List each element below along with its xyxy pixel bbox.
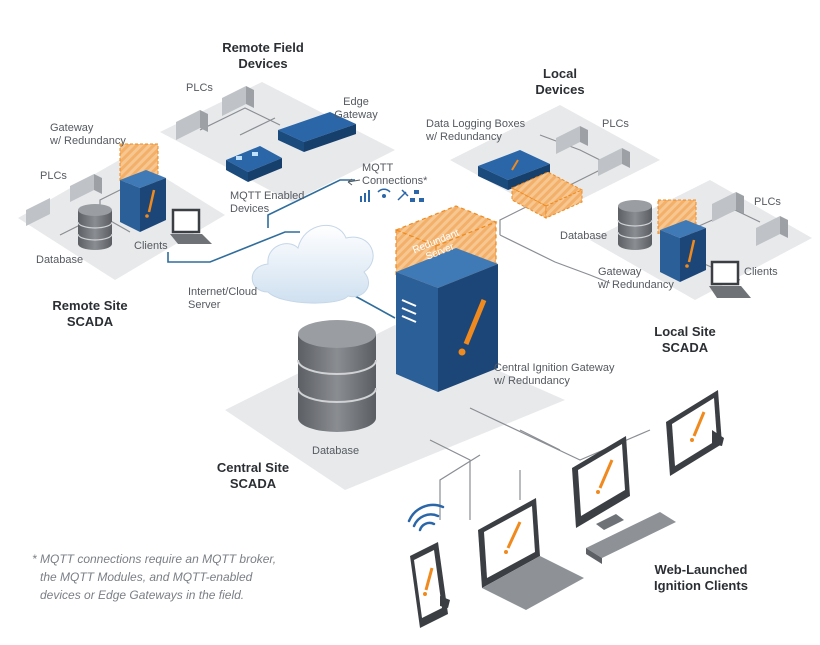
central-gateway-label: Central Ignition Gateway w/ Redundancy xyxy=(494,362,614,388)
remote-gateway-label: Gateway w/ Redundancy xyxy=(50,122,126,148)
monitor-touch-icon xyxy=(666,390,724,476)
remote-field-plcs-label: PLCs xyxy=(186,82,213,94)
mqtt-footnote: * MQTT connections require an MQTT broke… xyxy=(32,550,276,604)
central-site-title-line: Central Site xyxy=(216,460,290,475)
mqtt-device-icon xyxy=(226,146,282,182)
central-gateway-label-line: w/ Redundancy xyxy=(494,375,570,387)
local-site-title-line: SCADA xyxy=(661,340,709,355)
edge-gateway-label: Edge Gateway xyxy=(328,96,384,122)
desktop-monitor-icon xyxy=(572,436,630,530)
mqtt-signal-icons xyxy=(360,188,424,202)
tablet-icon xyxy=(410,542,450,628)
database-icon xyxy=(297,320,377,432)
laptop-icon xyxy=(478,498,584,610)
local-site-title: Local Site SCADA xyxy=(640,324,730,356)
mqtt-connections-label-line: MQTT xyxy=(362,162,394,174)
mqtt-connections-label: MQTT Connections* xyxy=(362,162,427,188)
remote-field-platform xyxy=(160,82,395,202)
local-gateway-label-line: Gateway xyxy=(598,266,642,278)
remote-site-title-line: Remote Site xyxy=(52,298,128,313)
cloud-icon xyxy=(251,224,374,304)
mqtt-devices-label-line: Devices xyxy=(230,203,270,215)
local-gateway-label-line: w/ Redundancy xyxy=(598,279,674,291)
local-database-label: Database xyxy=(560,230,608,242)
local-site-title-line: Local Site xyxy=(654,324,716,339)
footnote-line: devices or Edge Gateways in the field. xyxy=(40,588,245,602)
data-logging-label-line: Data Logging Boxes xyxy=(426,118,526,130)
laptop-icon xyxy=(170,208,212,244)
local-gateway-label: Gateway w/ Redundancy xyxy=(598,266,674,292)
cloud-label: Internet/Cloud Server xyxy=(188,286,257,312)
plc-rack-icon xyxy=(26,174,102,226)
central-gateway-server-icon xyxy=(396,248,498,392)
local-clients-label: Clients xyxy=(744,266,778,278)
local-devices-title-line: Devices xyxy=(535,82,585,97)
remote-gateway-label-line: w/ Redundancy xyxy=(50,135,126,147)
remote-database-label: Database xyxy=(36,254,84,266)
keyboard-icon xyxy=(586,512,676,564)
mqtt-arrow-icon xyxy=(347,178,361,186)
remote-site-title: Remote Site SCADA xyxy=(40,298,140,330)
web-clients-title-line: Web-Launched xyxy=(654,562,748,577)
central-site-title: Central Site SCADA xyxy=(198,460,308,492)
local-devices-platform xyxy=(450,105,660,215)
gateway-server-icon xyxy=(660,220,706,282)
local-devices-plcs-label: PLCs xyxy=(602,118,629,130)
edge-gateway-icon xyxy=(278,112,356,152)
data-logging-box-icon xyxy=(478,150,550,190)
local-plcs-label: PLCs xyxy=(754,196,781,208)
remote-plcs-label: PLCs xyxy=(40,170,67,182)
footnote-line: * MQTT connections require an MQTT broke… xyxy=(32,552,277,566)
wifi-icon xyxy=(407,503,445,532)
local-devices-title-line: Local xyxy=(543,66,577,81)
remote-gateway-label-line: Gateway xyxy=(50,122,94,134)
gateway-server-icon xyxy=(120,170,166,232)
remote-clients-label: Clients xyxy=(134,240,168,252)
redundant-logging-box-icon xyxy=(510,171,584,219)
laptop-icon xyxy=(709,260,751,298)
cloud-label-line: Server xyxy=(188,299,221,311)
database-icon xyxy=(77,204,113,250)
remote-field-title-line: Remote Field xyxy=(222,40,304,55)
mqtt-devices-label-line: MQTT Enabled xyxy=(230,190,305,202)
local-devices-title: Local Devices xyxy=(520,66,600,98)
data-logging-label: Data Logging Boxes w/ Redundancy xyxy=(426,118,525,144)
plc-rack-icon xyxy=(712,192,788,246)
mqtt-connections-label-line: Connections* xyxy=(362,175,428,187)
web-clients-title: Web-Launched Ignition Clients xyxy=(636,562,766,594)
mqtt-devices-label: MQTT Enabled Devices xyxy=(230,190,304,216)
database-icon xyxy=(617,200,653,250)
plc-rack-icon xyxy=(556,126,630,176)
data-logging-label-line: w/ Redundancy xyxy=(426,131,502,143)
remote-site-title-line: SCADA xyxy=(66,314,114,329)
plc-rack-icon xyxy=(176,86,254,140)
central-database-label: Database xyxy=(312,445,360,457)
footnote-line: the MQTT Modules, and MQTT-enabled xyxy=(40,570,253,584)
remote-field-title-line: Devices xyxy=(238,56,288,71)
edge-gateway-label-line: Edge xyxy=(343,96,369,108)
central-gateway-label-line: Central Ignition Gateway xyxy=(494,362,615,374)
remote-field-title: Remote Field Devices xyxy=(218,40,308,72)
web-clients-title-line: Ignition Clients xyxy=(654,578,748,593)
edge-gateway-label-line: Gateway xyxy=(334,109,378,121)
cloud-label-line: Internet/Cloud xyxy=(188,286,258,298)
central-site-title-line: SCADA xyxy=(229,476,277,491)
